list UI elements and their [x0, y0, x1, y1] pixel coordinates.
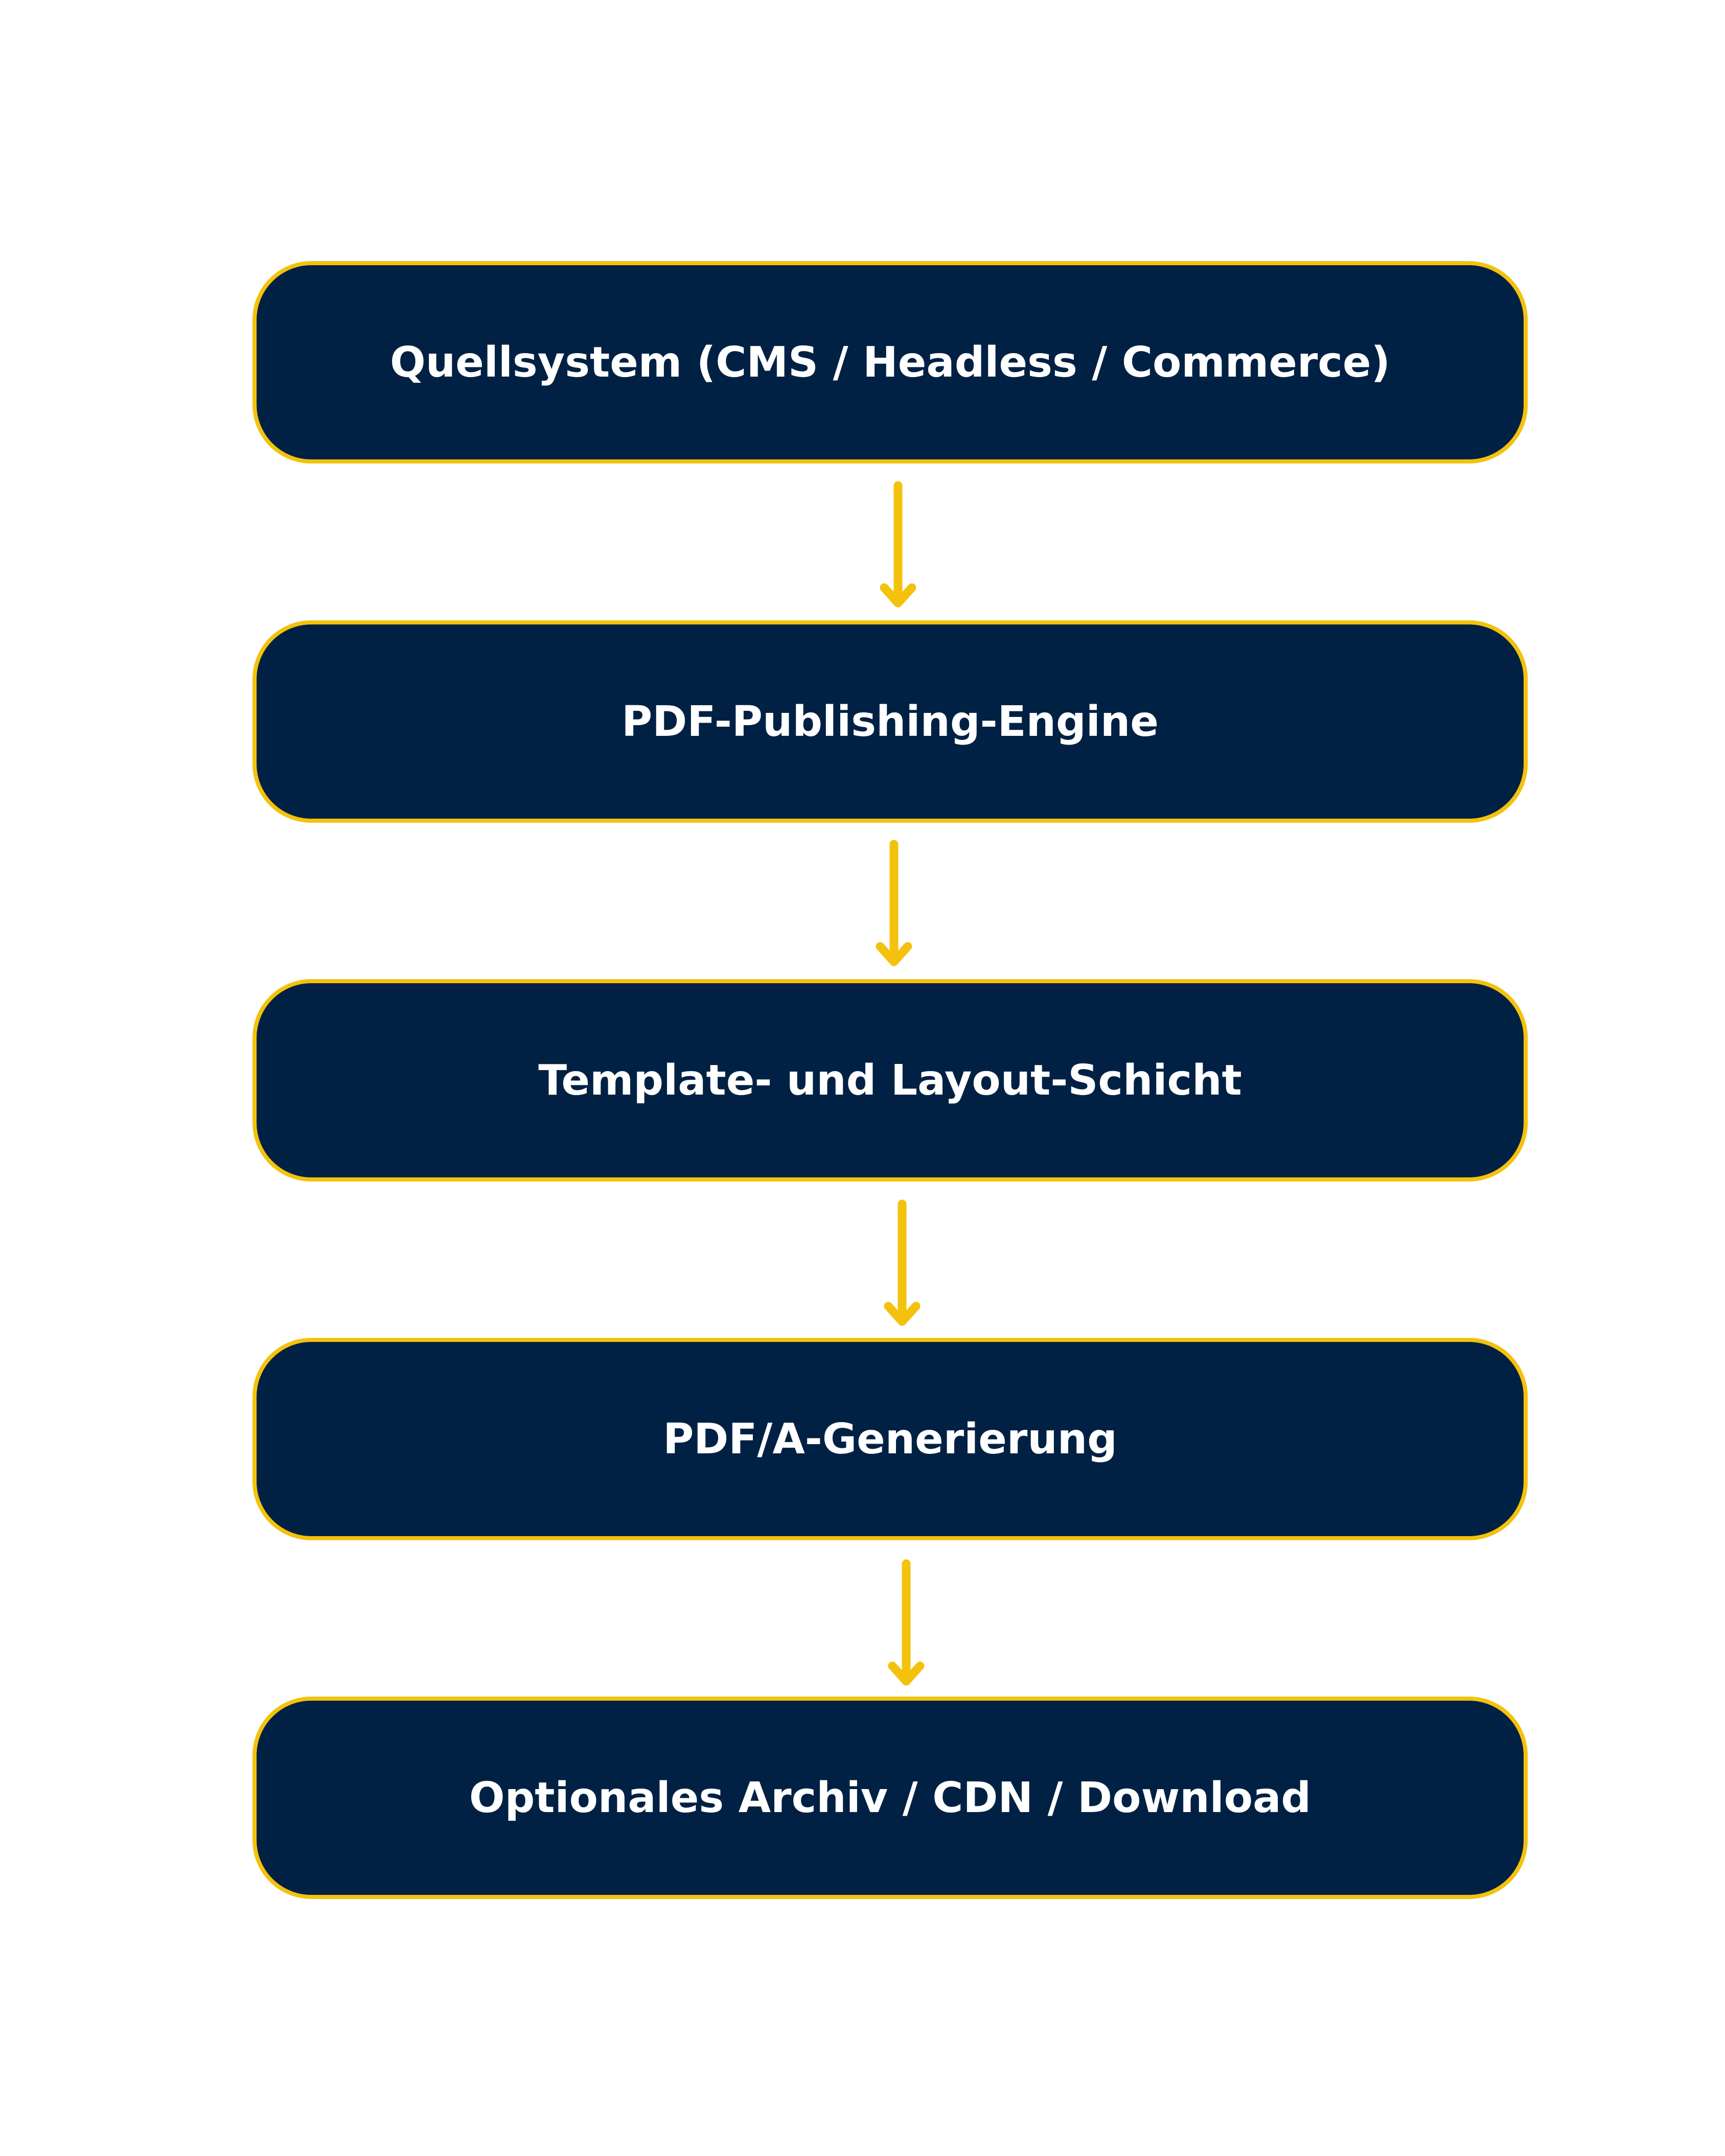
arrow-down-icon — [880, 481, 916, 608]
step-label: Quellsystem (CMS / Headless / Commerce) — [390, 338, 1390, 387]
step-label: PDF/A-Generierung — [663, 1415, 1117, 1464]
step-box-source-system: Quellsystem (CMS / Headless / Commerce) — [252, 261, 1528, 463]
step-label: Template- und Layout-Schicht — [538, 1056, 1242, 1105]
arrow-down-icon — [888, 1559, 925, 1686]
arrow-down-icon — [884, 1199, 921, 1326]
step-box-template-layout: Template- und Layout-Schicht — [252, 979, 1528, 1181]
arrow-down-icon — [876, 840, 912, 966]
step-box-archive-cdn-download: Optionales Archiv / CDN / Download — [252, 1697, 1528, 1899]
step-box-publishing-engine: PDF-Publishing-Engine — [252, 620, 1528, 823]
step-label: Optionales Archiv / CDN / Download — [469, 1773, 1312, 1822]
step-box-pdfa-generation: PDF/A-Generierung — [252, 1338, 1528, 1540]
step-label: PDF-Publishing-Engine — [622, 697, 1159, 746]
